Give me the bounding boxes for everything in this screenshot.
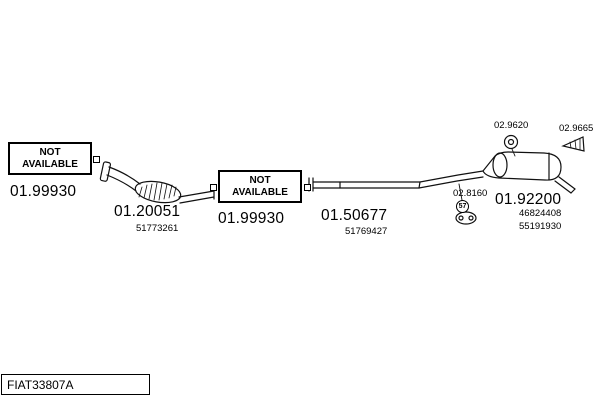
part-number-rubber-hanger[interactable]: 02.8160 [453,188,488,199]
flex-section [134,180,182,204]
not-available-box-center: NOT AVAILABLE [218,170,302,203]
mounting-ring-icon [503,134,519,157]
part-number-mounting-ring[interactable]: 02.9620 [494,120,529,131]
diagram-code-box: FIAT33807A [1,374,150,395]
part-number-center-pipe[interactable]: 01.50677 [321,207,388,224]
connector-square [210,184,217,191]
part-number-rear-muffler[interactable]: 01.92200 [495,191,562,208]
rubber-hanger-icon [455,183,477,225]
not-available-label: NOT AVAILABLE [232,174,288,198]
not-available-box-front: NOT AVAILABLE [8,142,92,175]
front-pipe-drawing [99,161,215,204]
oem-number-rear-muffler-1: 46824408 [519,208,562,219]
connector-square [304,184,311,191]
part-number-clamp[interactable]: 02.9665 [559,123,594,134]
connector-square [93,156,100,163]
rear-muffler-drawing [482,151,576,194]
oem-number-center-pipe: 51769427 [345,226,388,237]
diagram-code: FIAT33807A [7,377,74,392]
part-number-front-pipe[interactable]: 01.20051 [114,203,181,220]
not-available-label: NOT AVAILABLE [22,146,78,170]
oem-number-rear-muffler-2: 55191930 [519,221,562,232]
oem-number-front-pipe: 51773261 [136,223,179,234]
hanger-qty-badge: 57 [456,200,469,213]
part-number-front-section[interactable]: 01.99930 [10,183,77,200]
clamp-icon [561,136,585,152]
part-number-center-section[interactable]: 01.99930 [218,210,285,227]
